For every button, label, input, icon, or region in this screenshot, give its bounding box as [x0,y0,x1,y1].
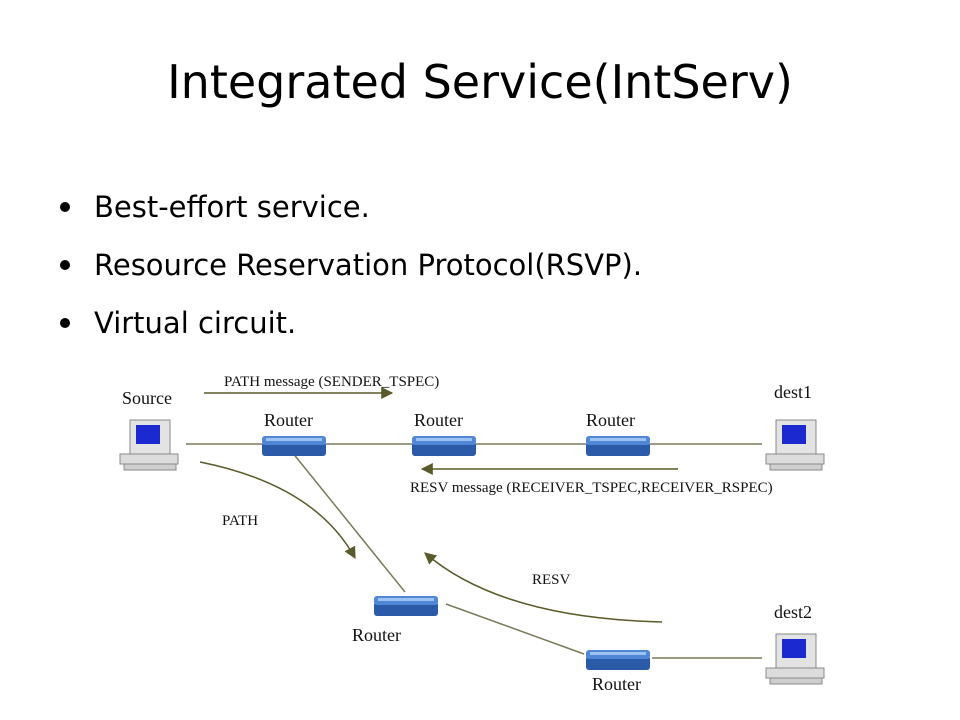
link-router4-router5 [445,603,585,655]
dest2-label: dest2 [774,602,812,622]
router-label: Router [414,410,463,430]
source-label: Source [122,388,172,408]
bullet-item: Virtual circuit. [58,294,642,352]
router-icon [374,596,438,616]
router-label: Router [352,625,401,645]
router-icon [262,436,326,456]
dest1-label: dest1 [774,382,812,402]
link-router1-router4 [291,451,406,593]
path-label: PATH [222,513,258,529]
router-icon [412,436,476,456]
resv-arrow [424,552,663,623]
dest1-computer-icon [765,419,825,471]
bullet-list: Best-effort service. Resource Reservatio… [58,178,642,352]
source-computer-icon [119,419,179,471]
path-arrow [199,461,356,560]
resv-message-label: RESV message (RECEIVER_TSPEC,RECEIVER_RS… [410,480,773,496]
router-icon [586,436,650,456]
path-message-label: PATH message (SENDER_TSPEC) [224,374,439,390]
bullet-item: Resource Reservation Protocol(RSVP). [58,236,642,294]
rsvp-diagram: Source dest1 dest2 Router Router Router … [119,374,825,694]
router-label: Router [586,410,635,430]
router-label: Router [592,674,641,694]
resv-label: RESV [532,572,571,588]
router-icon [586,650,650,670]
router-label: Router [264,410,313,430]
bullet-item: Best-effort service. [58,178,642,236]
slide-title: Integrated Service(IntServ) [167,55,793,109]
dest2-computer-icon [765,633,825,685]
